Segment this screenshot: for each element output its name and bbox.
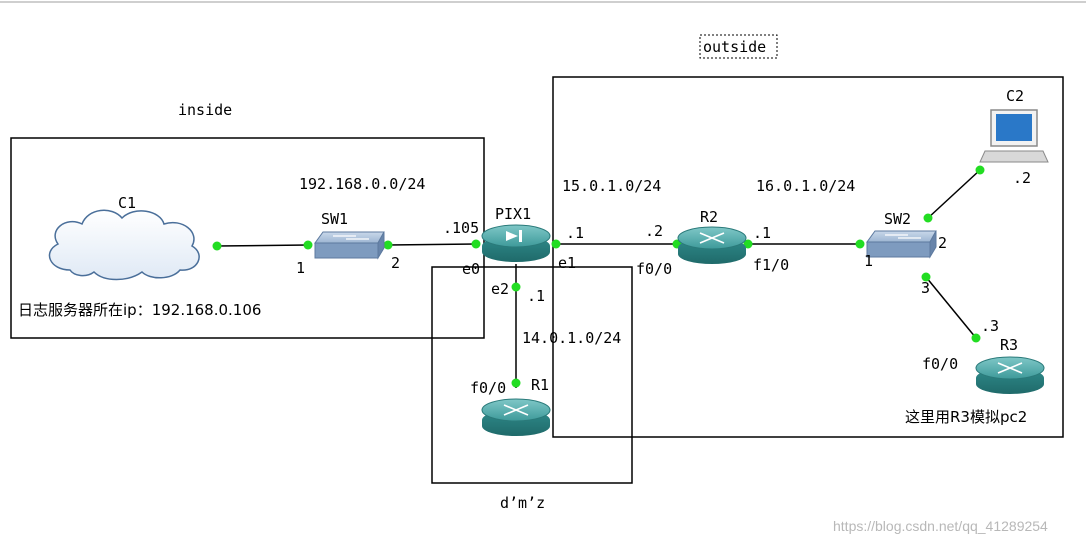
port-label: .105 xyxy=(443,219,479,237)
port-label: .1 xyxy=(753,224,771,242)
dot-sw2-p3 xyxy=(921,272,931,282)
router-icon[interactable] xyxy=(481,398,551,436)
port-label: f0/0 xyxy=(922,355,958,373)
watermark: https://blog.csdn.net/qq_41289254 xyxy=(833,518,1048,534)
port-label: 2 xyxy=(391,254,400,272)
link-sw2-r3 xyxy=(925,276,977,339)
dot-c2 xyxy=(975,165,985,175)
link-sw2-c2 xyxy=(927,169,981,219)
dot-r3 xyxy=(971,333,981,343)
port-label: .1 xyxy=(527,287,545,305)
device-label-pix1: PIX1 xyxy=(495,205,531,223)
firewall-icon[interactable] xyxy=(481,224,551,262)
port-label: e1 xyxy=(558,254,576,272)
device-label-r3: R3 xyxy=(1000,336,1018,354)
outside-zone-box xyxy=(552,76,1064,438)
network-label-inside: 192.168.0.0/24 xyxy=(299,175,425,193)
device-label-sw1: SW1 xyxy=(321,210,348,228)
dmz-zone-label: d’m’z xyxy=(500,494,545,512)
cloud-icon[interactable] xyxy=(48,209,200,281)
port-label: 2 xyxy=(938,234,947,252)
link-c1-sw1 xyxy=(216,244,309,247)
network-label-15: 15.0.1.0/24 xyxy=(562,177,661,195)
device-label-c2: C2 xyxy=(1006,87,1024,105)
laptop-icon[interactable] xyxy=(979,109,1049,163)
dmz-zone-box xyxy=(431,266,633,484)
link-sw1-pix1 xyxy=(387,243,477,246)
dot-sw2-p2 xyxy=(923,213,933,223)
dot-pix1-e1 xyxy=(551,239,561,249)
port-label: 3 xyxy=(921,279,930,297)
port-label: e0 xyxy=(462,260,480,278)
port-label: f0/0 xyxy=(636,260,672,278)
port-label: .2 xyxy=(1013,169,1031,187)
port-label: e2 xyxy=(491,280,509,298)
port-label: .1 xyxy=(566,224,584,242)
port-label: 1 xyxy=(864,252,873,270)
dot-sw1-p2 xyxy=(383,240,393,250)
dot-c1 xyxy=(212,241,222,251)
device-label-sw2: SW2 xyxy=(884,210,911,228)
port-label: 1 xyxy=(296,259,305,277)
link-endpoints xyxy=(212,165,985,388)
outside-label-box xyxy=(699,34,778,59)
port-label: f1/0 xyxy=(753,256,789,274)
switch-icon[interactable] xyxy=(314,231,385,260)
links xyxy=(216,169,981,388)
router-icon[interactable] xyxy=(677,226,747,264)
router-icon[interactable] xyxy=(975,356,1045,394)
switch-icon[interactable] xyxy=(866,230,937,259)
device-label-r1: R1 xyxy=(531,376,549,394)
outside-zone-label: outside xyxy=(703,38,766,56)
dot-sw1-p1 xyxy=(303,240,313,250)
port-label: .2 xyxy=(645,222,663,240)
r3-note: 这里用R3模拟pc2 xyxy=(905,408,1027,426)
port-label: f0/0 xyxy=(470,379,506,397)
dot-r2-f10 xyxy=(743,239,753,249)
port-label: .3 xyxy=(981,317,999,335)
dot-r1-f00 xyxy=(511,378,521,388)
dot-pix1-e0 xyxy=(471,239,481,249)
device-label-c1: C1 xyxy=(118,194,136,212)
network-label-16: 16.0.1.0/24 xyxy=(756,177,855,195)
network-label-14: 14.0.1.0/24 xyxy=(522,329,621,347)
device-label-r2: R2 xyxy=(700,208,718,226)
inside-zone-label: inside xyxy=(178,101,232,119)
dot-pix1-e2 xyxy=(511,282,521,292)
log-server-note: 日志服务器所在ip：192.168.0.106 xyxy=(18,301,261,319)
dot-sw2-p1 xyxy=(855,239,865,249)
